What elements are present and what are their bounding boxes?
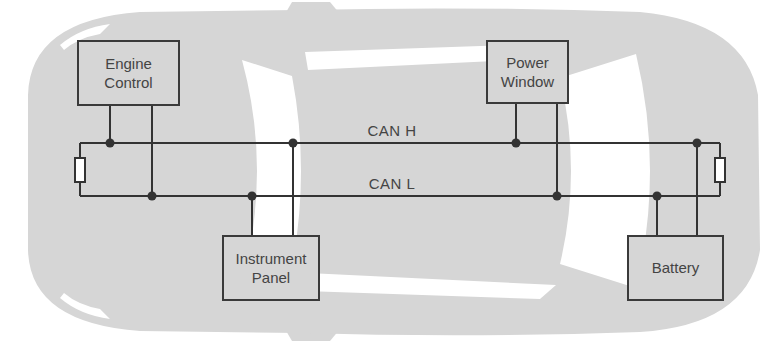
resistor-symbol <box>75 158 85 182</box>
ecu-box: Battery <box>627 235 724 301</box>
ecu-box: Instrument Panel <box>222 235 320 301</box>
node-label: Power Window <box>494 53 561 92</box>
node-label: Battery <box>652 258 700 278</box>
signal-name: CAN L <box>369 175 416 192</box>
can-bus-wiring <box>75 104 725 235</box>
car-body <box>28 2 760 341</box>
signal-name: CAN H <box>367 122 416 139</box>
resistor-symbol <box>715 158 725 182</box>
ecu-box: Engine Control <box>77 40 180 106</box>
node-label: Engine Control <box>85 54 172 93</box>
ecu-box: Power Window <box>486 40 569 104</box>
node-label: Instrument Panel <box>230 249 312 288</box>
junction-dots <box>106 139 702 201</box>
